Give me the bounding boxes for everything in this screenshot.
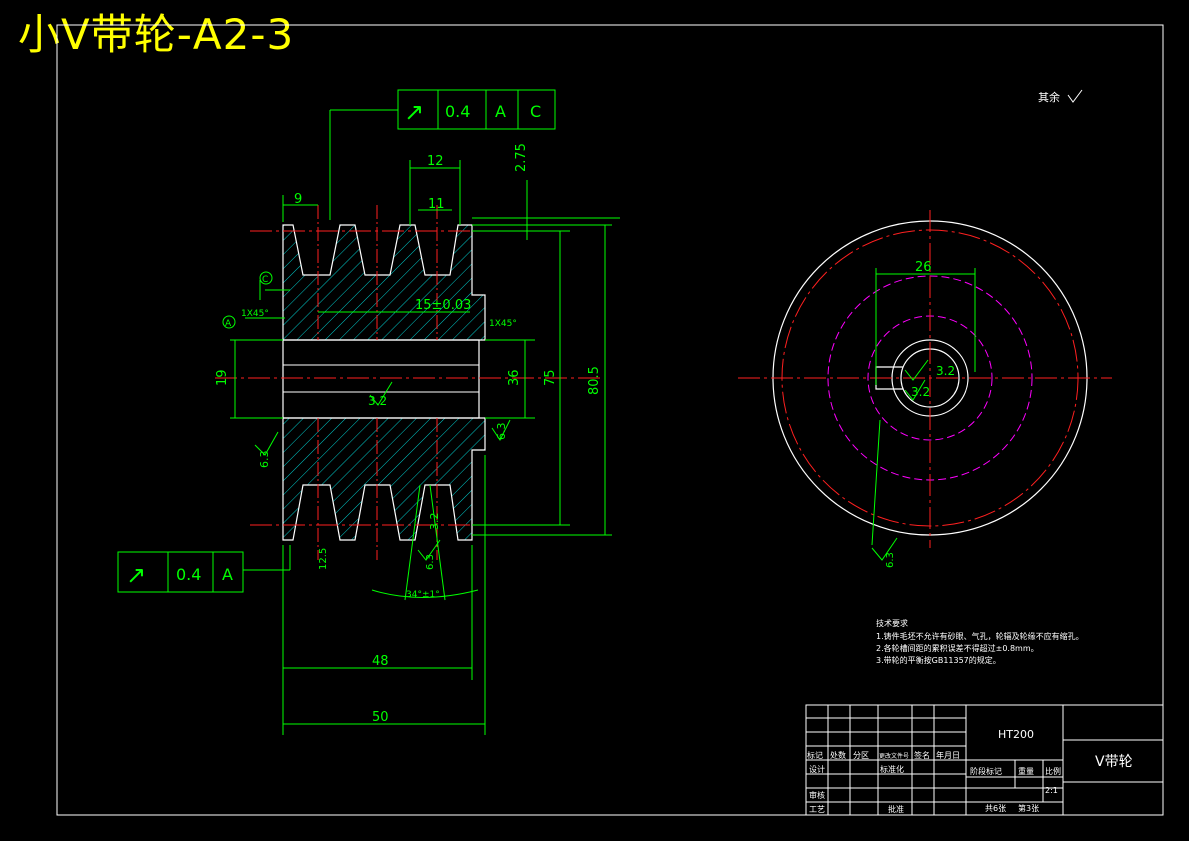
- tolerance-frame-bottom: ↗ 0.4 A: [117, 551, 244, 593]
- surface-note: 其余: [1038, 90, 1060, 104]
- technical-notes: 技术要求 1.铸件毛坯不允许有砂眼、气孔，轮辐及轮缘不应有缩孔。 2.各轮槽间距…: [876, 618, 1084, 665]
- lower-rim-section: [282, 417, 486, 541]
- dim-36: 36: [507, 369, 522, 386]
- notes-line-2: 2.各轮槽间距的累积误差不得超过±0.8mm。: [876, 643, 1039, 653]
- tb-scale: 比例: [1045, 766, 1061, 776]
- dim-26: 26: [915, 260, 932, 275]
- notes-line-3: 3.带轮的平衡按GB11357的规定。: [876, 655, 1001, 665]
- runout-icon: ↗: [404, 98, 424, 126]
- tb-process: 工艺: [809, 805, 825, 814]
- chamfer-left: 1X45°: [241, 309, 269, 319]
- title-block: [805, 704, 1164, 816]
- tb-mark: 标记: [807, 750, 823, 760]
- dim-2-75: 2.75: [514, 143, 529, 172]
- tb-material: HT200: [998, 728, 1034, 741]
- tb-standard: 标准化: [880, 764, 904, 774]
- svg-text:A: A: [225, 319, 232, 329]
- dim-75: 75: [543, 369, 558, 386]
- svg-text:0.4: 0.4: [445, 102, 470, 121]
- tb-stage: 阶段标记: [970, 766, 1002, 776]
- dim-50: 50: [372, 710, 389, 725]
- tb-approve: 批准: [888, 804, 904, 814]
- svg-text:C: C: [262, 275, 268, 285]
- notes-heading: 技术要求: [876, 618, 908, 628]
- groove-angle: 34°±1°: [406, 590, 440, 600]
- tb-ratio: 2:1: [1045, 786, 1058, 795]
- dim-11: 11: [428, 197, 445, 212]
- tb-count: 处数: [830, 750, 846, 760]
- svg-text:A: A: [495, 102, 506, 121]
- svg-text:C: C: [530, 102, 541, 121]
- rough-side: 6.3: [258, 451, 271, 469]
- dim-12: 12: [427, 154, 444, 169]
- drawing-title: 小V带轮-A2-3: [18, 10, 295, 59]
- datum-a-marker: A: [222, 315, 236, 329]
- tb-sign: 签名: [914, 750, 930, 760]
- tb-review: 审核: [809, 790, 825, 800]
- dim-48: 48: [372, 654, 389, 669]
- rough-hub: 6.3: [495, 423, 508, 441]
- bore: [282, 339, 480, 419]
- datum-c-marker: C: [259, 271, 273, 285]
- tb-sheet-no: 第3张: [1018, 803, 1039, 813]
- section-view: 12 11 9 2.75 15±0.03 19 36 75 80.5 48 50…: [117, 89, 620, 735]
- key-rough-1: 3.2: [936, 364, 955, 378]
- tb-part-name: V带轮: [1095, 754, 1133, 770]
- roughness-icon: [1067, 89, 1083, 103]
- tb-zone: 分区: [853, 751, 869, 760]
- tb-doc: 更改文件号: [879, 752, 909, 760]
- tb-sheets: 共6张: [985, 804, 1006, 813]
- svg-text:0.4: 0.4: [176, 565, 201, 584]
- tb-weight: 重量: [1018, 766, 1034, 776]
- upper-rim-section: [282, 224, 486, 341]
- rough-groove-b: 6.3: [425, 554, 436, 570]
- rough-outer: 6.3: [885, 552, 896, 568]
- tb-date: 年月日: [936, 750, 960, 760]
- rough-125: 12.5: [318, 548, 329, 570]
- chamfer-right: 1X45°: [489, 319, 517, 329]
- svg-text:A: A: [222, 565, 233, 584]
- runout-icon-bottom: ↗: [126, 561, 146, 589]
- rough-groove: 3.2: [428, 513, 441, 531]
- dim-15: 15±0.03: [415, 298, 471, 313]
- tb-design: 设计: [809, 764, 825, 774]
- dim-80-5: 80.5: [587, 366, 602, 395]
- border-frame: [56, 24, 1164, 816]
- notes-line-1: 1.铸件毛坯不允许有砂眼、气孔，轮辐及轮缘不应有缩孔。: [876, 631, 1084, 641]
- end-view: 26 3.2 3.2 6.3: [738, 210, 1112, 568]
- dim-19: 19: [215, 369, 230, 386]
- dim-9: 9: [294, 192, 302, 207]
- key-rough-2: 3.2: [911, 385, 930, 399]
- tolerance-frame-top: ↗ 0.4 A C: [397, 89, 556, 130]
